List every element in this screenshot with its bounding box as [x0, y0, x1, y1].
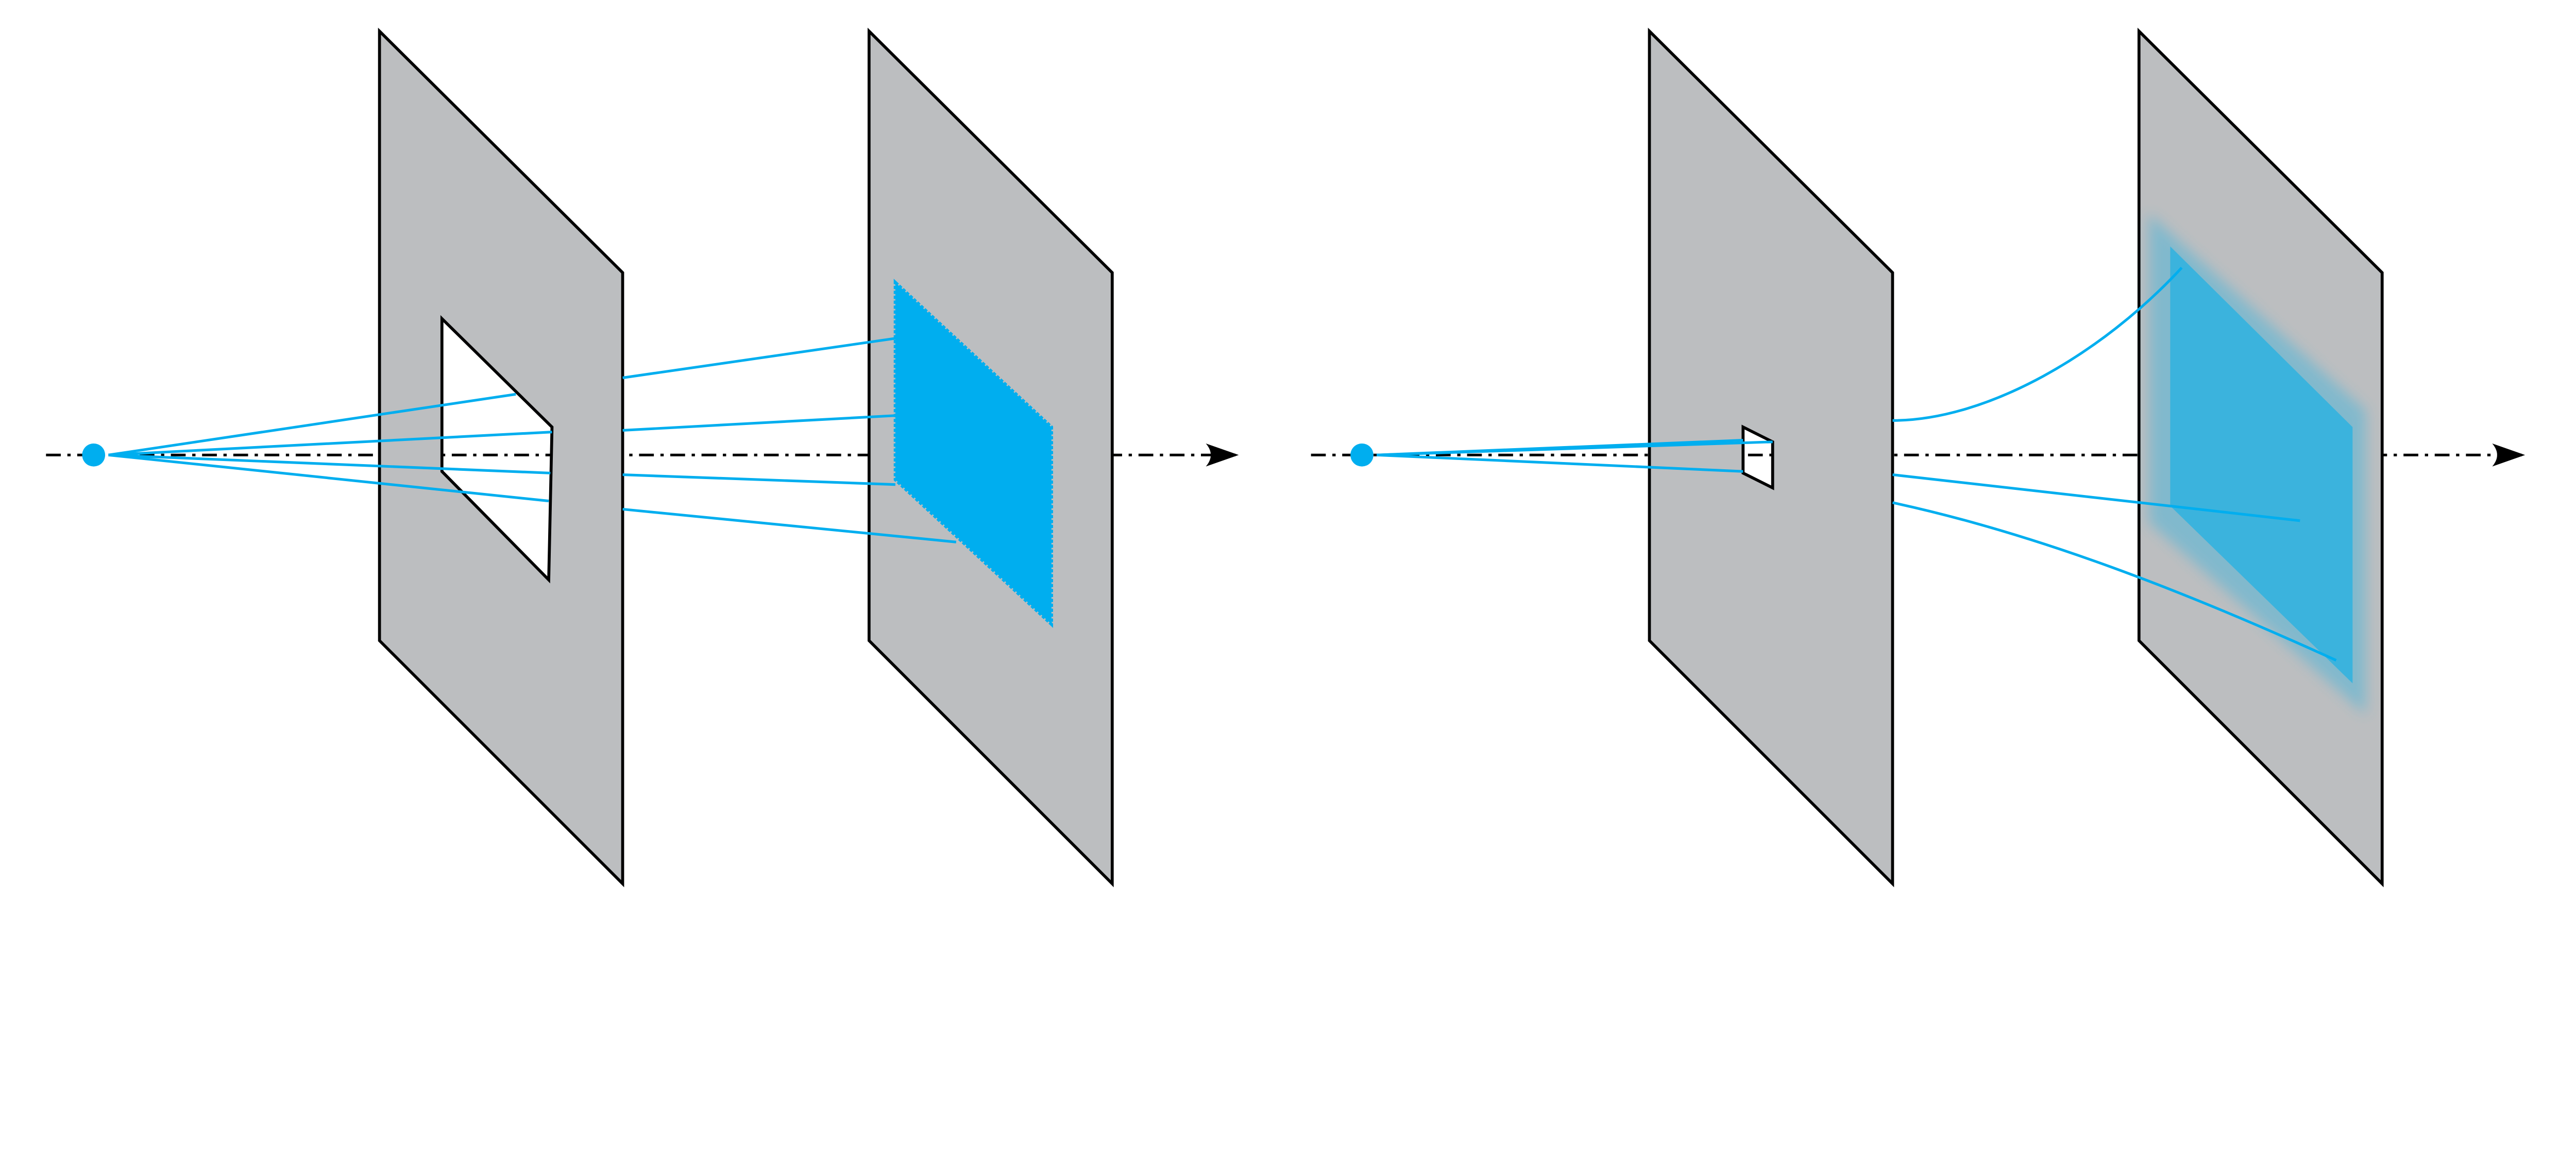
ray: [108, 393, 516, 456]
diffracted-ray: [1892, 267, 2183, 422]
ray: [622, 414, 896, 432]
ray: [622, 473, 895, 486]
rays: [108, 337, 957, 543]
aperture-diffraction-diagram: [46, 27, 2526, 888]
ray: [622, 507, 957, 543]
point-source: [82, 443, 106, 467]
ray: [1377, 439, 1743, 456]
sharp-image-patch: [893, 279, 1054, 628]
ray: [108, 453, 551, 474]
right-panel: [1311, 27, 2526, 888]
ray: [622, 337, 896, 379]
ray: [108, 431, 552, 456]
ray: [1377, 453, 1743, 473]
blurred-image-patch: [2170, 246, 2353, 684]
point-source: [1350, 443, 1374, 467]
ray: [108, 453, 549, 503]
left-panel: [46, 27, 1239, 888]
aperture-plane: [1648, 27, 1894, 888]
aperture-plane: [378, 27, 624, 888]
diffracted-ray: [1892, 501, 2337, 662]
rays: [1377, 267, 2337, 662]
diffracted-ray: [1892, 473, 2300, 522]
